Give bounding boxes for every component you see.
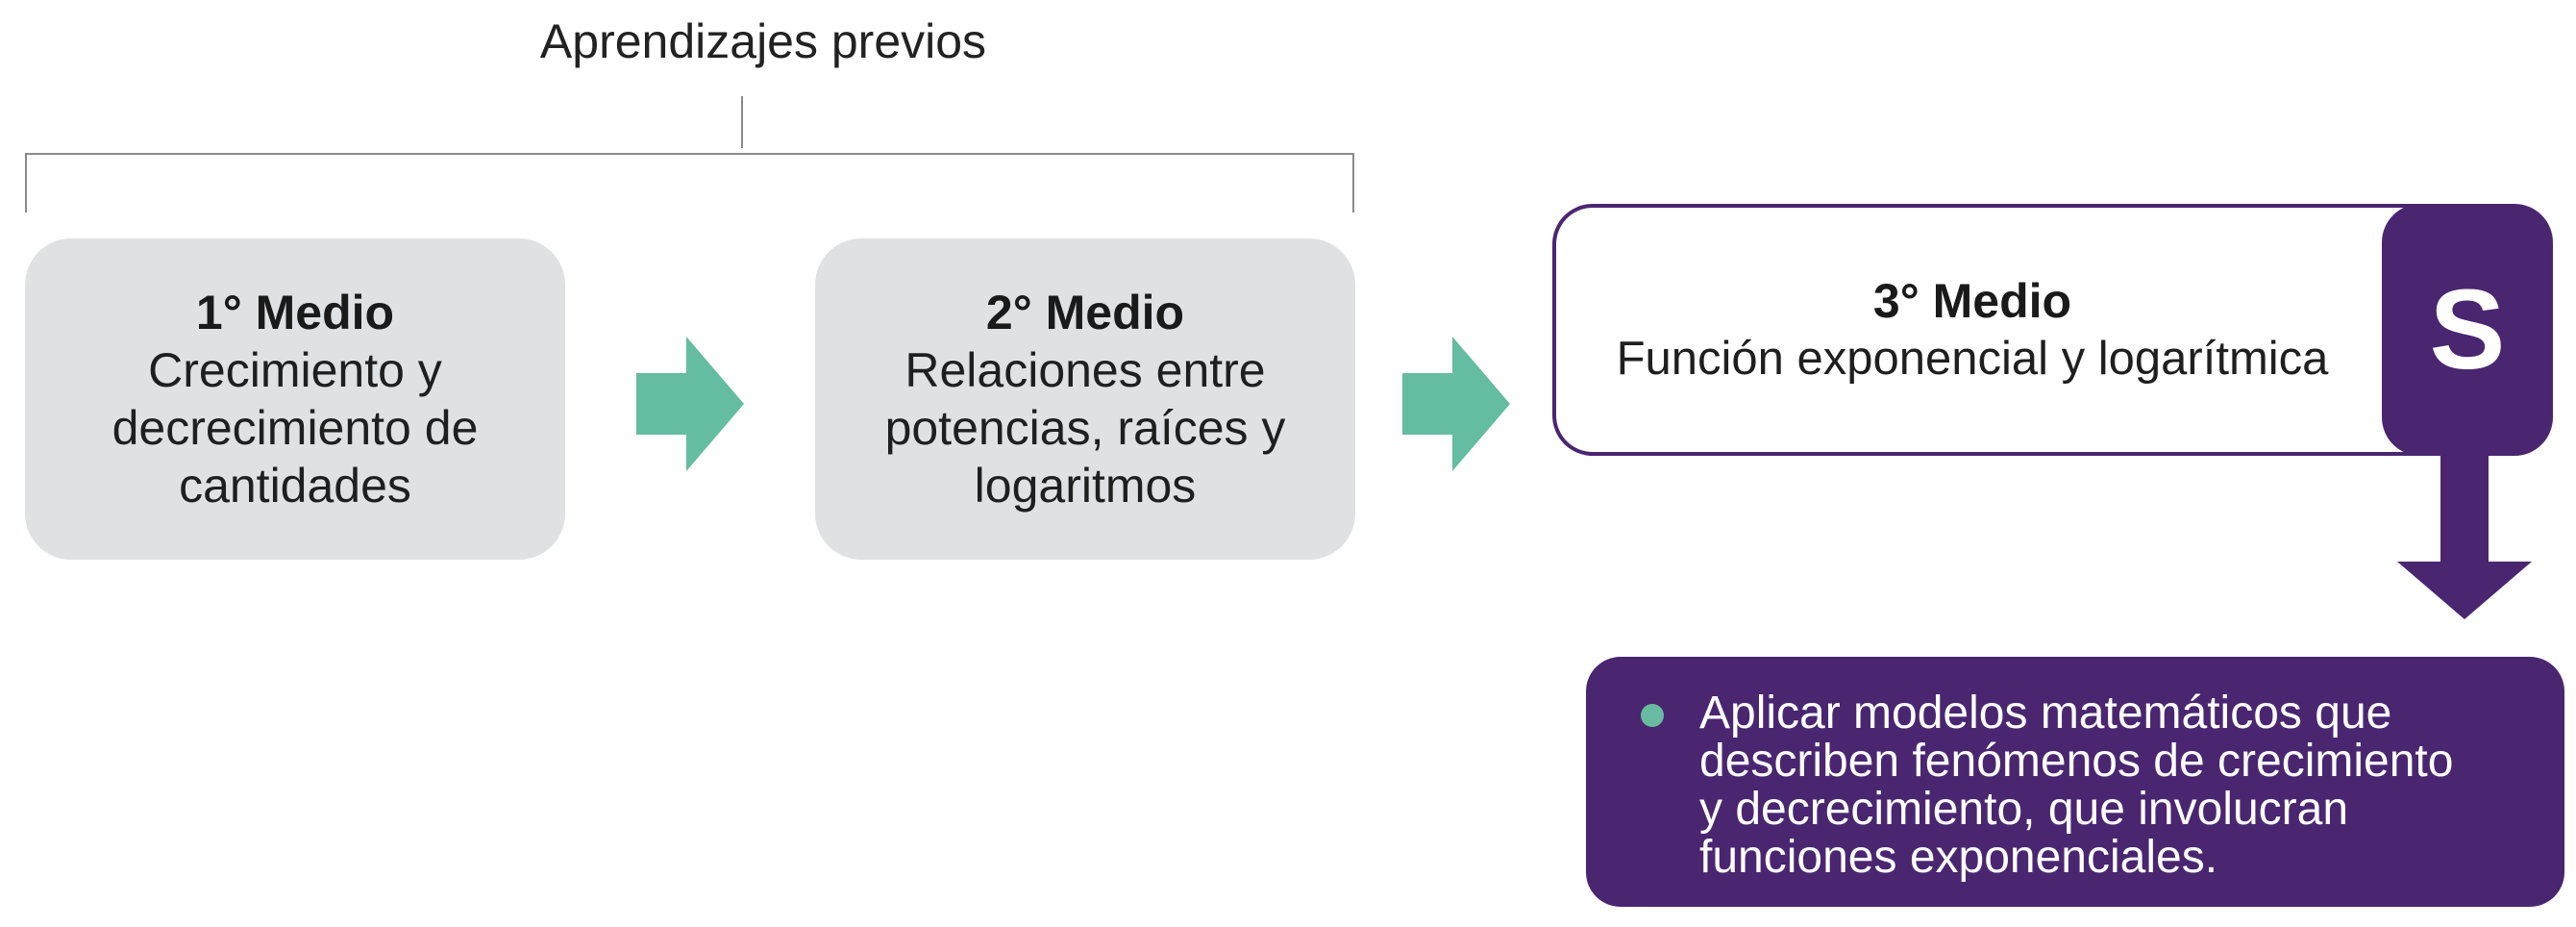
- objective-line-4: funciones exponenciales.: [1699, 832, 2218, 883]
- grade-desc-3-line-1: Función exponencial y logarítmica: [1616, 333, 2329, 385]
- grade-desc-2-line-1: Relaciones entre: [904, 343, 1266, 397]
- grade-desc-1-line-3: cantidades: [179, 459, 411, 513]
- bracket-right-leg: [1352, 153, 1354, 213]
- subject-badge: S: [2382, 204, 2553, 456]
- grade-title-2: 2° Medio: [985, 286, 1185, 339]
- bracket-stem: [741, 96, 743, 148]
- grade-desc-1-line-2: decrecimiento de: [111, 401, 479, 455]
- grade-card-3: 3° Medio Función exponencial y logarítmi…: [1552, 204, 2427, 456]
- prior-learning-label: Aprendizajes previos: [539, 14, 987, 68]
- grade-desc-2-line-2: potencias, raíces y: [884, 401, 1286, 455]
- grade-card-2: 2° Medio Relaciones entre potencias, raí…: [815, 238, 1355, 560]
- arrow-down-icon: [2397, 454, 2532, 619]
- bracket-left-leg: [25, 153, 27, 213]
- arrow-right-icon: [636, 337, 744, 471]
- bracket-bar: [25, 153, 1354, 155]
- objective-line-3: y decrecimiento, que involucran: [1699, 784, 2349, 835]
- bullet-dot-icon: [1641, 704, 1664, 727]
- objective-box: Aplicar modelos matemáticos que describe…: [1586, 657, 2564, 907]
- objective-line-1: Aplicar modelos matemáticos que: [1699, 688, 2392, 739]
- grade-desc-1-line-1: Crecimiento y: [148, 343, 442, 397]
- grade-desc-2-line-3: logaritmos: [974, 459, 1197, 513]
- arrow-right-icon: [1402, 337, 1510, 471]
- objective-line-2: describen fenómenos de crecimiento: [1699, 736, 2454, 787]
- grade-title-3: 3° Medio: [1872, 274, 2072, 328]
- grade-card-1: 1° Medio Crecimiento y decrecimiento de …: [25, 238, 565, 560]
- grade-title-1: 1° Medio: [195, 286, 395, 339]
